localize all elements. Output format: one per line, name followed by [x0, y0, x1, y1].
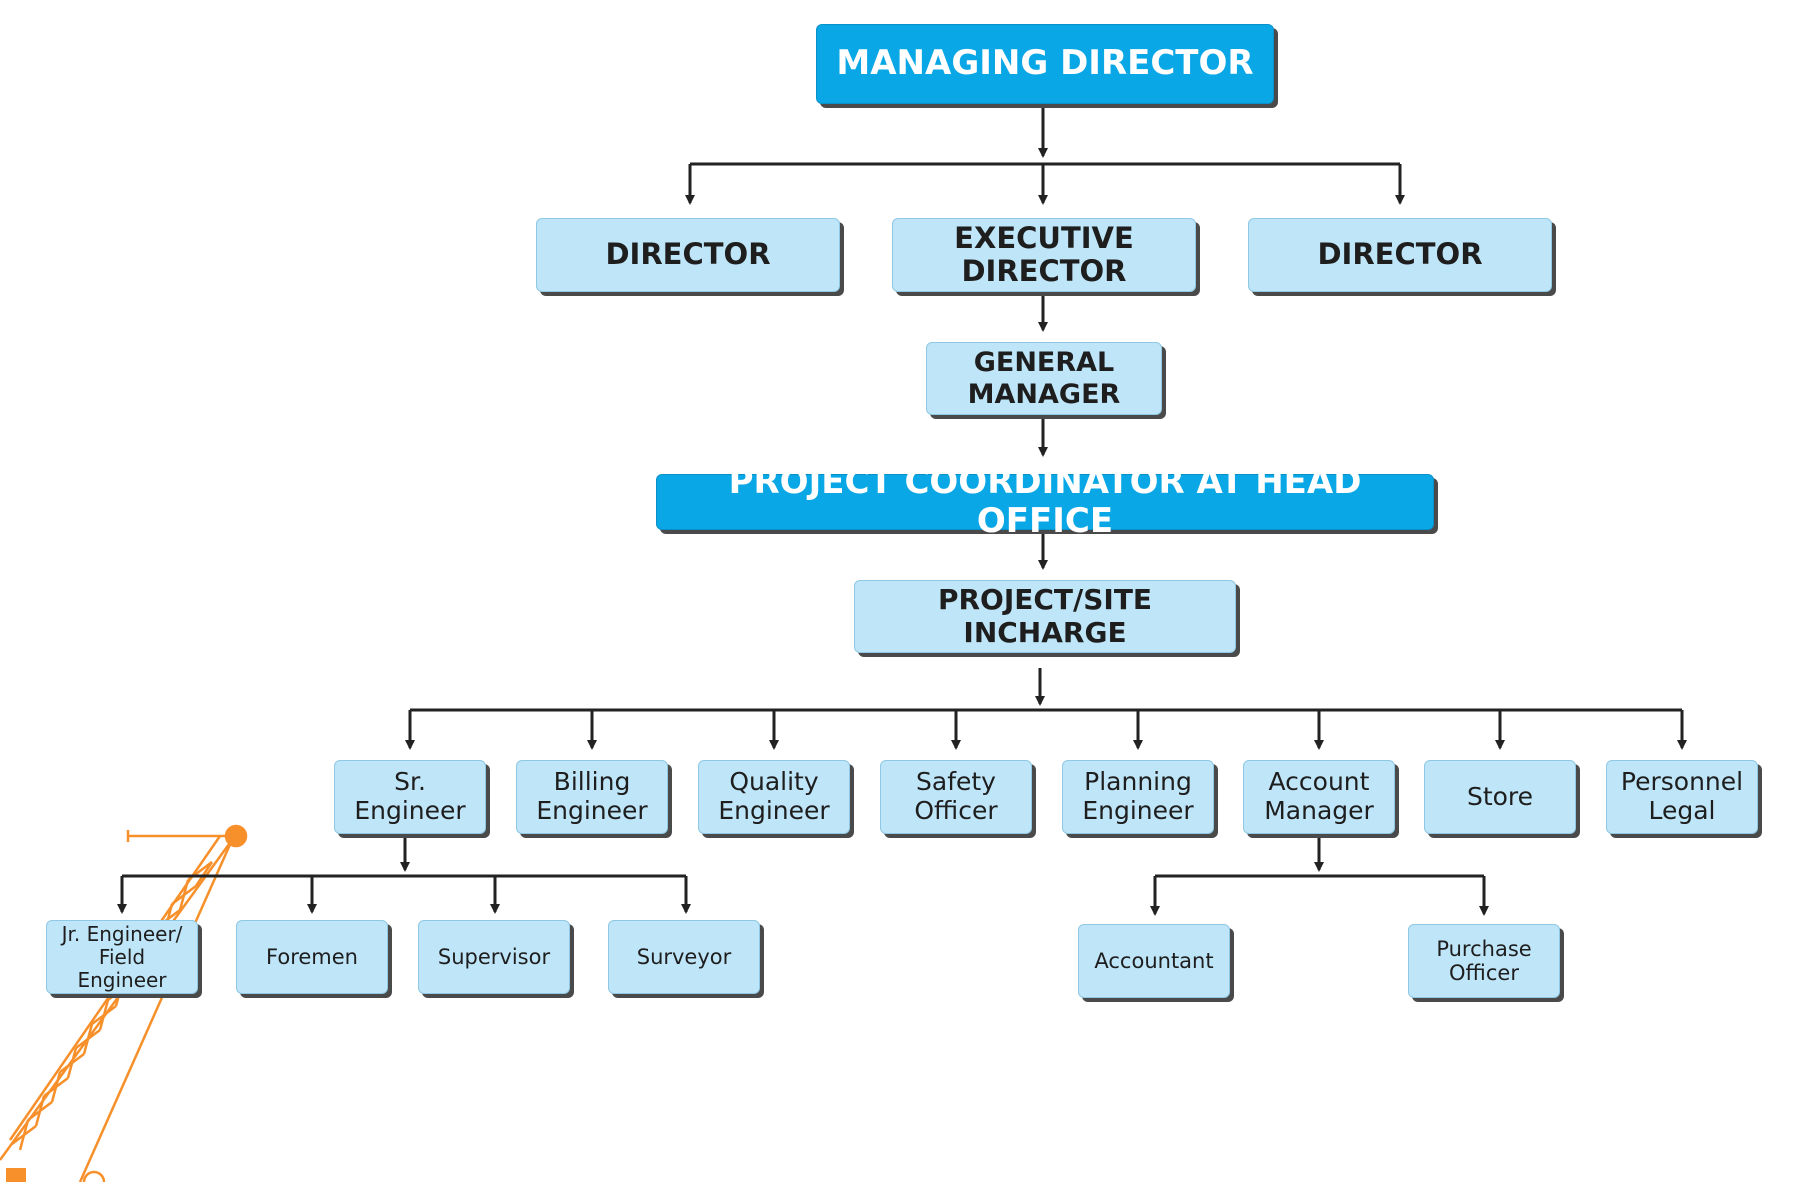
site-incharge-label: PROJECT/SITE INCHARGE — [937, 583, 1153, 649]
project-coordinator-label: PROJECT COORDINATOR AT HEAD OFFICE — [728, 461, 1362, 541]
billing-engineer-node: Billing Engineer — [516, 760, 668, 834]
managing-director-node: MANAGING DIRECTOR — [816, 24, 1274, 104]
director-left-node: DIRECTOR — [536, 218, 840, 292]
accountant-label: Accountant — [1094, 948, 1214, 973]
quality-engineer-node: Quality Engineer — [698, 760, 850, 834]
account-manager-label: Account Manager — [1264, 767, 1374, 825]
purchase-officer-label: Purchase Officer — [1436, 936, 1532, 985]
safety-officer-node: Safety Officer — [880, 760, 1032, 834]
sr-engineer-label: Sr. Engineer — [354, 767, 466, 825]
surveyor-label: Surveyor — [636, 944, 732, 969]
supervisor-label: Supervisor — [437, 944, 551, 969]
foremen-label: Foremen — [266, 944, 358, 969]
executive-director-label: EXECUTIVE DIRECTOR — [954, 220, 1134, 288]
sr-engineer-node: Sr. Engineer — [334, 760, 486, 834]
store-label: Store — [1466, 781, 1534, 811]
account-manager-node: Account Manager — [1243, 760, 1395, 834]
jr-engineer-label: Jr. Engineer/ Field Engineer — [61, 921, 183, 992]
executive-director-node: EXECUTIVE DIRECTOR — [892, 218, 1196, 292]
project-coordinator-node: PROJECT COORDINATOR AT HEAD OFFICE — [656, 462, 1434, 541]
purchase-officer-node: Purchase Officer — [1408, 924, 1560, 998]
store-node: Store — [1424, 760, 1576, 834]
safety-officer-label: Safety Officer — [914, 767, 998, 825]
jr-engineer-node: Jr. Engineer/ Field Engineer — [46, 920, 198, 994]
general-manager-node: GENERAL MANAGER — [926, 342, 1162, 415]
quality-engineer-label: Quality Engineer — [718, 767, 830, 825]
director-right-node: DIRECTOR — [1248, 218, 1552, 292]
planning-engineer-node: Planning Engineer — [1062, 760, 1214, 834]
director-right-label: DIRECTOR — [1317, 237, 1483, 272]
connectors — [117, 108, 1687, 916]
billing-engineer-label: Billing Engineer — [536, 767, 648, 825]
managing-director-label: MANAGING DIRECTOR — [836, 43, 1254, 84]
foremen-node: Foremen — [236, 920, 388, 994]
director-left-label: DIRECTOR — [605, 237, 771, 272]
planning-engineer-label: Planning Engineer — [1082, 767, 1194, 825]
site-incharge-node: PROJECT/SITE INCHARGE — [854, 580, 1236, 653]
personnel-legal-node: Personnel Legal — [1606, 760, 1758, 834]
accountant-node: Accountant — [1078, 924, 1230, 998]
surveyor-node: Surveyor — [608, 920, 760, 994]
general-manager-label: GENERAL MANAGER — [967, 347, 1121, 410]
personnel-legal-label: Personnel Legal — [1620, 767, 1744, 825]
supervisor-node: Supervisor — [418, 920, 570, 994]
